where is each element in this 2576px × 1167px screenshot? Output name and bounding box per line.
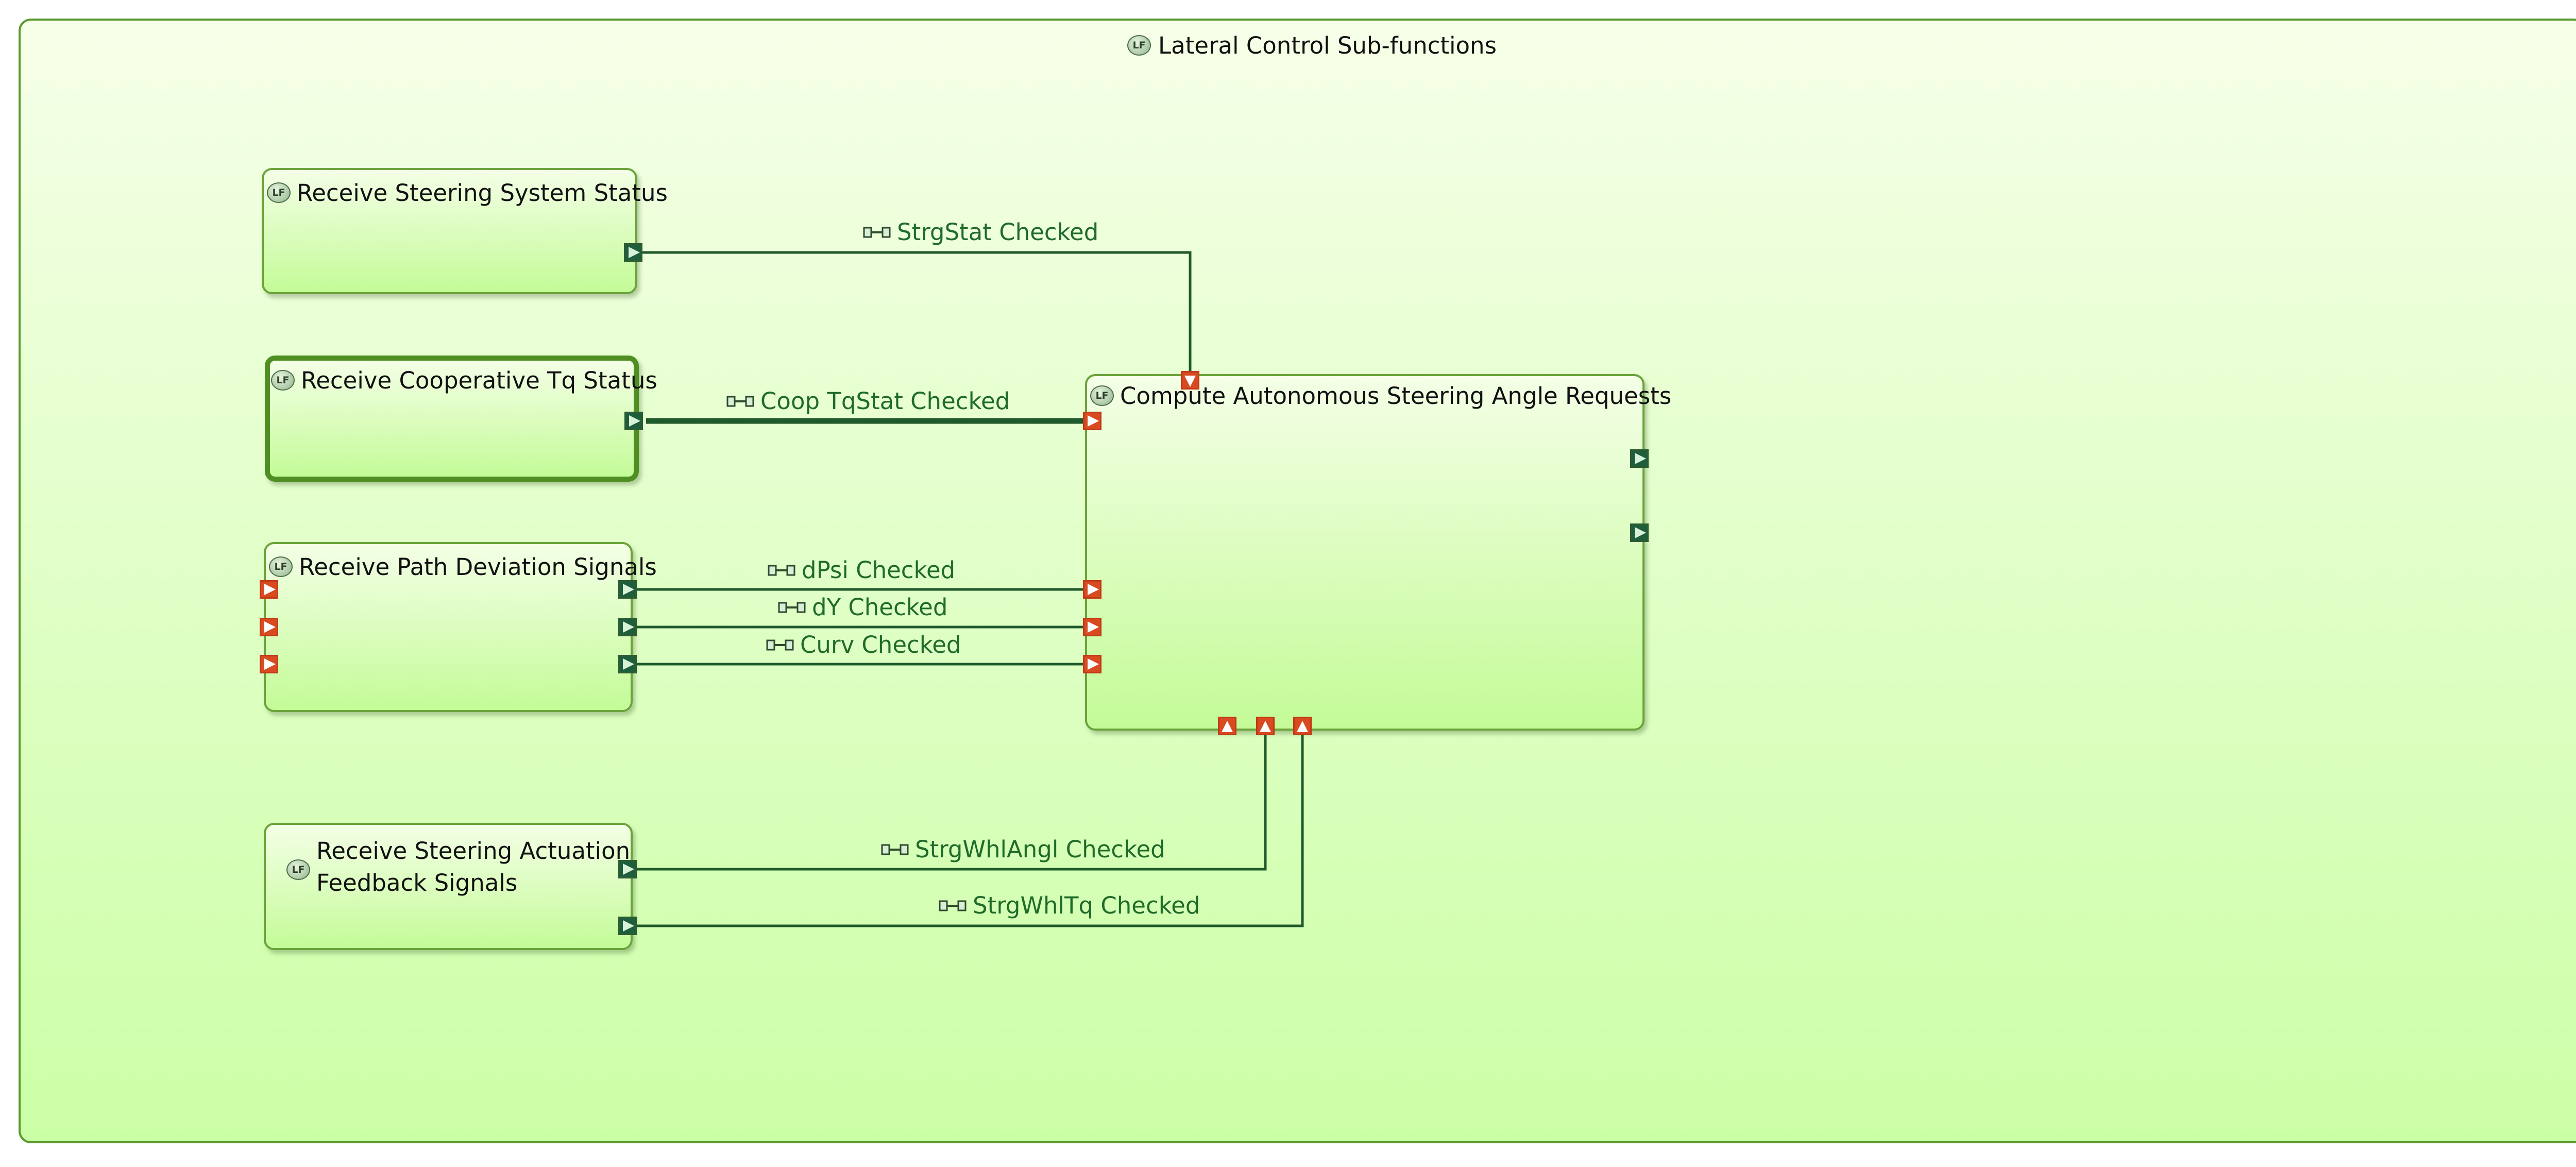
container-title-text: Lateral Control Sub-functions [1158,31,1497,59]
input-port-dpsi[interactable] [1083,580,1101,599]
exchange-label-dpsi[interactable]: dPsi Checked [768,556,955,584]
function-label: Receive Steering System Status [297,179,668,207]
function-receive-actuation-feedback[interactable]: LF Receive Steering Actuation Feedback S… [264,823,633,950]
input-port-path-3[interactable] [260,655,278,673]
input-port-path-1[interactable] [260,580,278,599]
logical-function-icon: LF [271,370,295,391]
function-label-line-1: Receive Steering Actuation [316,837,631,865]
exchange-label-dy[interactable]: dY Checked [778,594,947,621]
exchange-label-text: dY Checked [812,594,948,621]
input-port-compute-bottom-1[interactable] [1218,717,1236,735]
functional-exchange-icon [881,844,909,855]
output-port-compute-1[interactable] [1630,449,1649,468]
function-receive-steering-status[interactable]: LF Receive Steering System Status [262,168,668,294]
output-port-strgwhlangl[interactable] [618,860,637,878]
functional-exchange-icon [726,396,754,407]
functional-exchange-icon [939,900,967,911]
logical-function-icon: LF [286,859,310,880]
exchange-label-strgwhlangl[interactable]: StrgWhlAngl Checked [881,836,1165,863]
output-port-compute-2[interactable] [1630,523,1649,542]
exchange-label-text: Coop TqStat Checked [760,387,1010,415]
exchange-label-text: StrgWhlTq Checked [973,892,1200,919]
function-compute-steering-angle[interactable]: LF Compute Autonomous Steering Angle Req… [1085,374,1671,731]
output-port-curv[interactable] [618,655,637,673]
exchange-label-curv[interactable]: Curv Checked [766,631,961,658]
wire-strgwhltq [636,731,1304,927]
function-label: Receive Path Deviation Signals [299,553,657,581]
exchange-label-strgwhltq[interactable]: StrgWhlTq Checked [939,892,1200,919]
exchange-label-text: dPsi Checked [802,556,956,584]
input-port-strgstat[interactable] [1181,371,1199,390]
output-port-strgstat[interactable] [624,243,642,262]
input-port-strgwhltq[interactable] [1293,717,1312,735]
exchange-label-strgstat[interactable]: StrgStat Checked [863,218,1098,246]
functional-exchange-icon [766,639,794,650]
functional-exchange-icon [778,602,806,613]
wire-strgwhlangl [636,731,1267,871]
input-port-curv[interactable] [1083,655,1101,673]
output-port-strgwhltq[interactable] [618,917,637,935]
container-title: LF Lateral Control Sub-functions [1127,29,1497,62]
function-label: Receive Cooperative Tq Status [301,367,657,394]
logical-function-icon: LF [269,556,293,577]
function-receive-path-deviation[interactable]: LF Receive Path Deviation Signals [264,542,657,712]
exchange-label-coop-tqstat[interactable]: Coop TqStat Checked [726,387,1010,415]
functional-exchange-icon [863,227,891,238]
input-port-path-2[interactable] [260,618,278,636]
exchange-label-text: Curv Checked [800,631,961,658]
output-port-dy[interactable] [618,618,637,636]
exchange-label-text: StrgWhlAngl Checked [915,836,1165,863]
logical-function-icon: LF [1127,35,1151,56]
output-port-coop-tqstat[interactable] [624,412,643,430]
functional-exchange-icon [768,565,795,576]
logical-function-icon: LF [267,182,291,203]
function-label-line-2: Feedback Signals [316,869,518,897]
input-port-strgwhlangl[interactable] [1256,717,1275,735]
logical-function-icon: LF [1090,385,1114,406]
function-receive-coop-tq-status[interactable]: LF Receive Cooperative Tq Status [265,356,657,482]
wire-strgstat [640,251,1192,371]
output-port-dpsi[interactable] [618,580,637,599]
function-label: Compute Autonomous Steering Angle Reques… [1120,382,1672,410]
exchange-label-text: StrgStat Checked [897,218,1099,246]
input-port-coop-tqstat[interactable] [1083,412,1101,430]
input-port-dy[interactable] [1083,618,1101,636]
